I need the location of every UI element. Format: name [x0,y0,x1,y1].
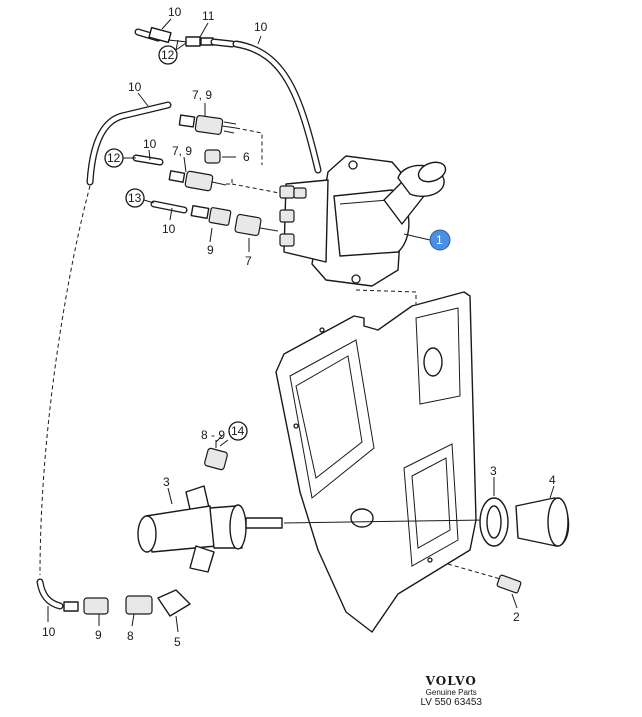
left-tube [36,101,172,610]
callout-3-valve: 3 [163,475,170,489]
callout-6: 6 [243,150,250,164]
fitting-row-2 [132,149,291,196]
callout-7-9-middle: 7, 9 [172,144,192,158]
callout-10-bottom: 10 [42,625,56,639]
callout-10-left-tube: 10 [128,80,142,94]
knob-parts [447,497,570,594]
brand-block: VOLVO Genuine Parts LV 550 63453 [420,674,482,708]
callouts: 10 11 12 10 10 7, 9 10 12 7, 9 6 13 10 9… [42,5,556,649]
callout-10-lower-middle: 10 [162,222,176,236]
hand-valve [279,155,447,287]
brand-logo-text: VOLVO [425,674,477,688]
lower-fittings [63,595,153,615]
callout-7: 7 [245,254,252,268]
callout-1-highlight [429,229,451,251]
callout-1: 1 [436,233,443,247]
callout-3-ring: 3 [490,464,497,478]
callout-9-bottom: 9 [95,628,102,642]
callout-7-9-upper: 7, 9 [192,88,212,102]
callout-5: 5 [174,635,181,649]
lower-valve-assembly [137,435,487,617]
callout-12-top: 12 [161,48,175,62]
brand-subtitle: Genuine Parts [425,688,477,697]
callout-12-middle: 12 [107,151,121,165]
callout-10-middle: 10 [143,137,157,151]
callout-10-top-left: 10 [168,5,182,19]
callout-13: 13 [128,191,142,205]
top-tube-assembly [134,26,322,174]
fitting-row-3 [150,200,279,237]
callout-11: 11 [202,9,215,23]
callout-9-upper: 9 [207,243,214,257]
mounting-bracket [275,289,477,633]
callout-4: 4 [549,473,556,487]
callout-2: 2 [513,610,520,624]
fitting-row-1 [178,114,263,165]
callout-10-top-right: 10 [254,20,268,34]
callout-8-9: 8 - 9 [201,428,225,442]
drawing-reference: LV 550 63453 [420,697,482,708]
callout-8: 8 [127,629,134,643]
callout-14: 14 [231,424,245,438]
